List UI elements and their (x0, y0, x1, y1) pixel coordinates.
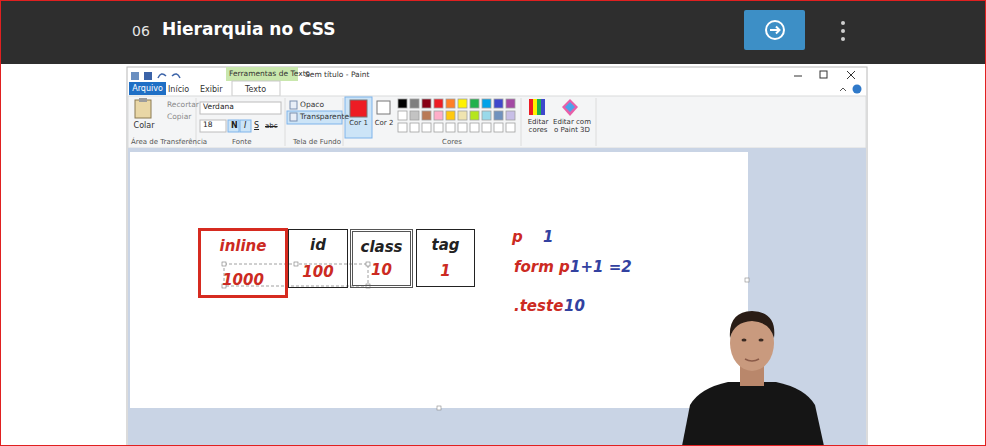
underline-button: S (254, 121, 259, 130)
selector-note: form p (514, 259, 570, 276)
group-label: Tela de Fundo (293, 138, 341, 146)
specificity-box: inline 1000 (198, 228, 288, 298)
menu-tab: Início (168, 85, 189, 94)
group-label: Fonte (232, 138, 252, 146)
context-tab-header: Ferramentas de Texto (229, 70, 310, 79)
weight-value: 1000 (222, 271, 264, 289)
ribbon-button: Opaco (300, 101, 324, 110)
font-name-field: Verdana (203, 103, 234, 112)
ribbon-button: Recortar (167, 101, 199, 110)
menu-tab: Texto (245, 85, 266, 94)
weight-note: 10 (564, 298, 585, 315)
selector-type: inline (220, 237, 267, 255)
color-slot: Cor 2 (374, 119, 394, 127)
selector-note: .teste (514, 298, 563, 315)
group-label: Área de Transferência (131, 138, 207, 146)
window-title: Sem título - Paint (305, 71, 370, 80)
ribbon-button: Transparente (300, 113, 349, 122)
selector-type: class (360, 238, 402, 256)
specificity-box: class 10 (350, 229, 413, 288)
specificity-box: tag 1 (416, 229, 475, 287)
italic-button: I (244, 121, 246, 130)
menu-tab: Arquivo (131, 84, 164, 93)
weight-value: 1 (440, 262, 450, 280)
weight-note: 1 (543, 229, 553, 246)
specificity-box: id 100 (288, 229, 348, 288)
selector-type: id (310, 236, 326, 254)
ribbon-button: Editar cores (523, 118, 553, 134)
strike-button: abc (265, 122, 278, 130)
weight-note: 1+1 =2 (570, 259, 632, 276)
ribbon-button: Colar (131, 121, 157, 130)
group-label: Cores (442, 138, 462, 146)
selector-note: p (512, 229, 523, 246)
ribbon-button: Copiar (167, 113, 191, 122)
weight-value: 100 (302, 263, 333, 281)
bold-button: N (231, 121, 238, 130)
lesson-number: 06 (132, 23, 150, 39)
weight-value: 10 (371, 261, 392, 279)
menu-tab: Exibir (200, 85, 223, 94)
selector-type: tag (431, 236, 459, 254)
ribbon-button: Editar com o Paint 3D (552, 118, 592, 134)
video-title: Hierarquia no CSS (162, 20, 336, 40)
color-slot: Cor 1 (346, 119, 371, 127)
font-size-field: 18 (203, 121, 213, 130)
